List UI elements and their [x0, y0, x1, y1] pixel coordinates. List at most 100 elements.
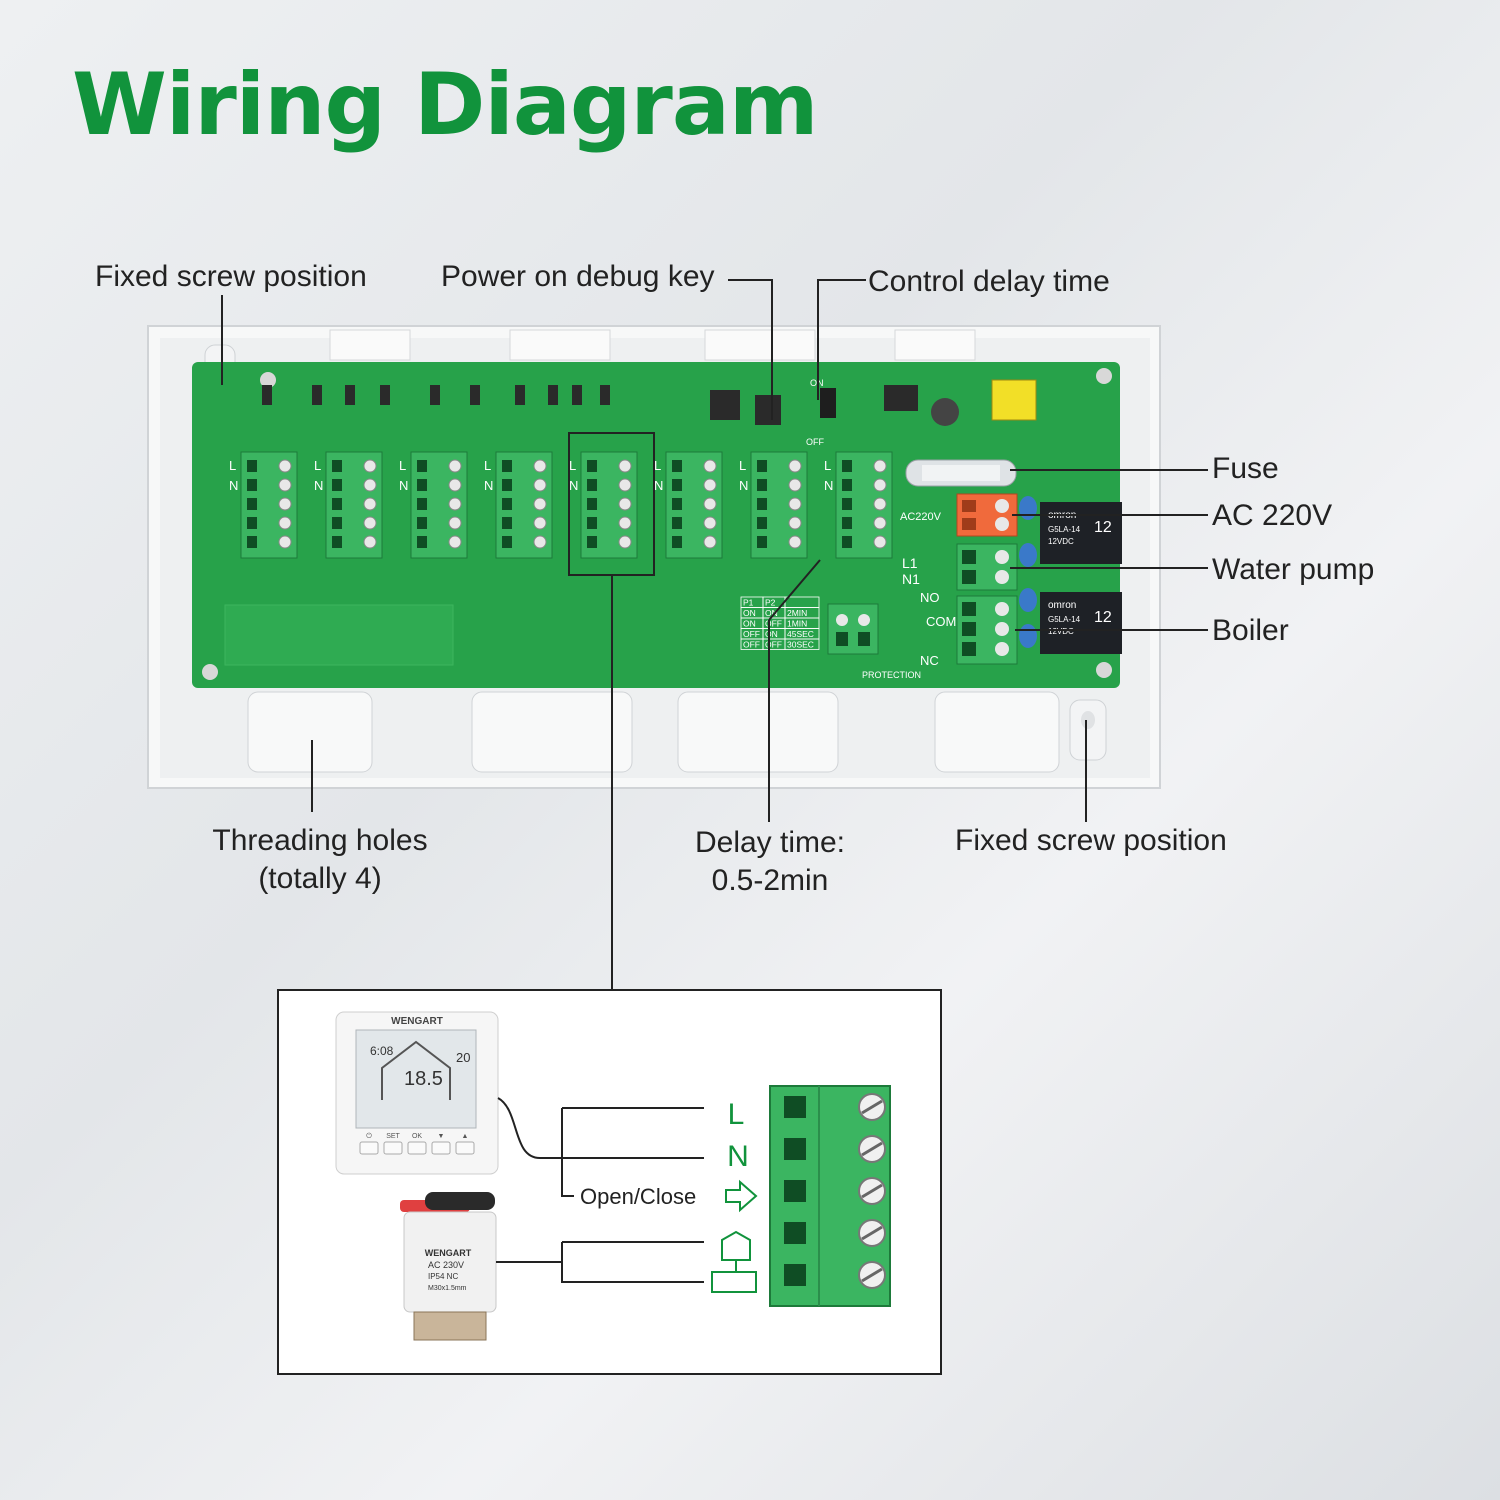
thermostat-button — [455, 1141, 475, 1155]
dip-table-cell: OFF — [743, 629, 760, 639]
terminal-label-n: N — [229, 478, 238, 493]
terminal-label-n: N — [739, 478, 748, 493]
thermostat-brand: WENGART — [391, 1016, 443, 1027]
pcb-label-n1: N1 — [902, 571, 920, 587]
pcb-label-on: ON — [810, 378, 824, 388]
label-debug-key: Power on debug key — [441, 260, 715, 293]
inset-terminal-l: L — [728, 1098, 745, 1131]
terminal-block: LN — [484, 451, 553, 559]
thermostat-button — [359, 1141, 379, 1155]
terminal-label-l: L — [569, 458, 576, 473]
pcb-board — [192, 362, 1122, 688]
label-ac220v: AC 220V — [1212, 499, 1333, 532]
terminal-block: LN — [229, 451, 298, 559]
terminal-label-l: L — [739, 458, 746, 473]
dip-table-cell: 45SEC — [787, 629, 814, 639]
dip-table-cell: 2MIN — [787, 608, 807, 618]
terminal-label-l: L — [654, 458, 661, 473]
terminal-slot — [784, 1096, 806, 1118]
pcb-label-com: COM — [926, 614, 956, 629]
terminal-label-l: L — [824, 458, 831, 473]
dip-table-cell: P2 — [765, 598, 776, 608]
dip-table-cell: ON — [743, 619, 756, 629]
label-threading-holes-line2: (totally 4) — [258, 861, 382, 895]
pcb-labels: AC220V L1 N1 NO COM NC PROTECTION OFF ON… — [806, 378, 1112, 680]
thermostat-temp: 18.5 — [404, 1068, 443, 1090]
terminal-block: LN — [654, 451, 723, 559]
power-terminals — [827, 493, 1037, 665]
actuator-voltage: AC 230V — [428, 1260, 464, 1270]
led-row — [262, 385, 918, 425]
pcb-label-l1: L1 — [902, 555, 918, 571]
dip-table-cell: 30SEC — [787, 640, 814, 650]
dip-table-cell: P1 — [743, 598, 754, 608]
terminal-block: LN — [314, 451, 383, 559]
relay-number-2: 12 — [1094, 609, 1112, 626]
dip-table-cell: ON — [765, 629, 778, 639]
dip-table-cell: 1MIN — [787, 619, 807, 629]
label-delay-time-line1: Delay time: — [694, 826, 846, 859]
actuator-thread: M30x1.5mm — [428, 1285, 467, 1292]
actuator-rating: IP54 NC — [428, 1272, 458, 1281]
terminal-slot — [784, 1138, 806, 1160]
pcb-label-protection: PROTECTION — [862, 670, 921, 680]
thermostat-button-label: ⏻ — [366, 1132, 372, 1140]
terminal-block: LN — [739, 451, 808, 559]
page-title: Wiring Diagram — [72, 55, 818, 155]
dip-table-cell: ON — [743, 608, 756, 618]
relay-model-2: G5LA-14 — [1048, 615, 1081, 624]
thermostat-button — [383, 1141, 403, 1155]
terminal-slot — [784, 1180, 806, 1202]
open-close-label: Open/Close — [580, 1184, 696, 1209]
relay-brand-2: omron — [1048, 600, 1076, 611]
actuator-brand: WENGART — [425, 1248, 472, 1258]
thermostat-time: 6:08 — [370, 1044, 394, 1058]
pcb-label-ac220v: AC220V — [900, 511, 942, 523]
relay-voltage-1: 12VDC — [1048, 537, 1074, 546]
label-delay-time-line2: 0.5-2min — [711, 863, 829, 897]
leader-lines — [221, 279, 1208, 990]
thermal-actuator: WENGART AC 230V IP54 NC M30x1.5mm — [400, 1192, 497, 1341]
terminal-slot — [784, 1222, 806, 1244]
terminal-label-n: N — [399, 478, 408, 493]
thermostat-set: 20 — [456, 1050, 470, 1065]
terminal-label-n: N — [484, 478, 493, 493]
thermostat-button — [407, 1141, 427, 1155]
label-water-pump: Water pump — [1212, 553, 1375, 586]
thermostat-button-label: SET — [386, 1133, 400, 1140]
terminal-block: LN — [399, 451, 468, 559]
terminal-label-n: N — [569, 478, 578, 493]
terminal-label-l: L — [229, 458, 236, 473]
label-threading-holes-line1: Threading holes — [212, 824, 428, 857]
terminal-block: LN — [569, 451, 638, 559]
label-control-delay: Control delay time — [868, 265, 1110, 298]
inset-terminal-block — [769, 1085, 891, 1307]
terminal-label-n: N — [654, 478, 663, 493]
label-fixed-screw-bottom: Fixed screw position — [955, 824, 1227, 857]
label-fixed-screw-top: Fixed screw position — [95, 260, 367, 293]
pcb-label-off: OFF — [806, 437, 824, 447]
label-boiler: Boiler — [1212, 614, 1289, 647]
pcb-label-no: NO — [920, 590, 940, 605]
terminal-slot — [784, 1264, 806, 1286]
label-fuse: Fuse — [1212, 452, 1279, 485]
terminal-label-l: L — [484, 458, 491, 473]
thermostat-button-label: OK — [412, 1133, 422, 1140]
relay-model-1: G5LA-14 — [1048, 525, 1081, 534]
terminal-label-n: N — [314, 478, 323, 493]
terminal-label-n: N — [824, 478, 833, 493]
thermostat-button-label: ▼ — [438, 1133, 445, 1140]
inset-terminal-n: N — [727, 1140, 749, 1173]
inset-wires — [496, 1097, 704, 1283]
thermostat-button — [431, 1141, 451, 1155]
terminal-label-l: L — [314, 458, 321, 473]
terminal-label-l: L — [399, 458, 406, 473]
label-threading-holes: Threading holes (totally 4) — [170, 822, 470, 897]
dip-table-cell: ON — [765, 608, 778, 618]
